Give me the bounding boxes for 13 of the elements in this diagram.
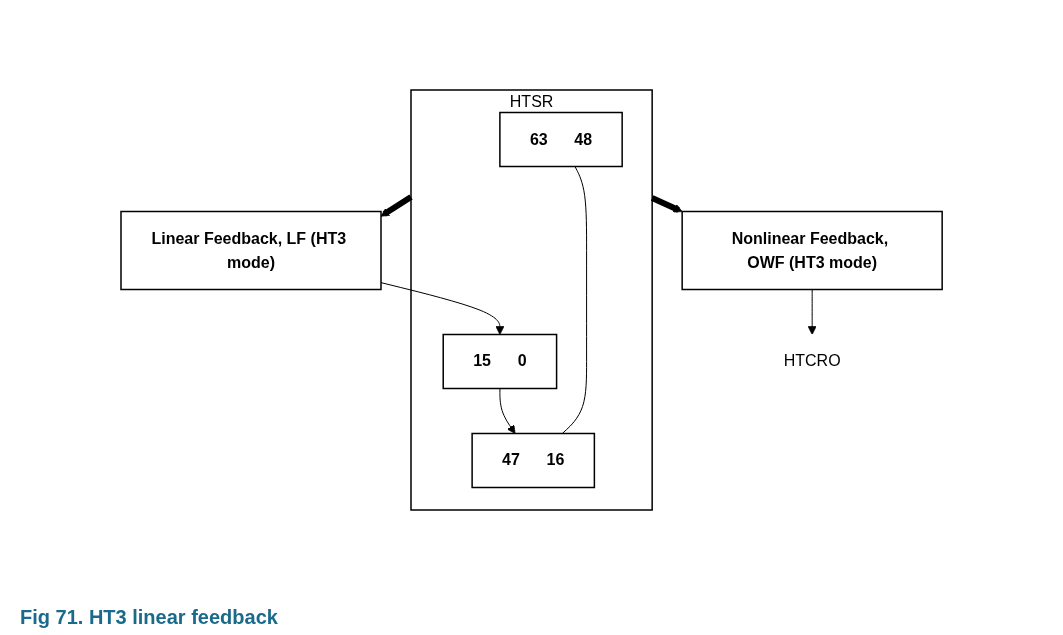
node-box: Nonlinear Feedback, OWF (HT3 mode) — [681, 210, 943, 291]
figure-caption: Fig 71. HT3 linear feedback — [19, 605, 279, 630]
arrow — [380, 194, 413, 217]
connector — [561, 166, 587, 434]
arrow — [807, 289, 817, 335]
node-box: 47 16 — [471, 432, 596, 489]
node-text: HTCRO — [783, 352, 841, 370]
arrow — [499, 388, 516, 434]
arrow — [650, 195, 683, 213]
arrow — [380, 282, 505, 335]
node-box: 63 48 — [499, 111, 623, 168]
node-box: Linear Feedback, LF (HT3 mode) — [120, 210, 382, 291]
node-box: 15 0 — [442, 333, 558, 390]
